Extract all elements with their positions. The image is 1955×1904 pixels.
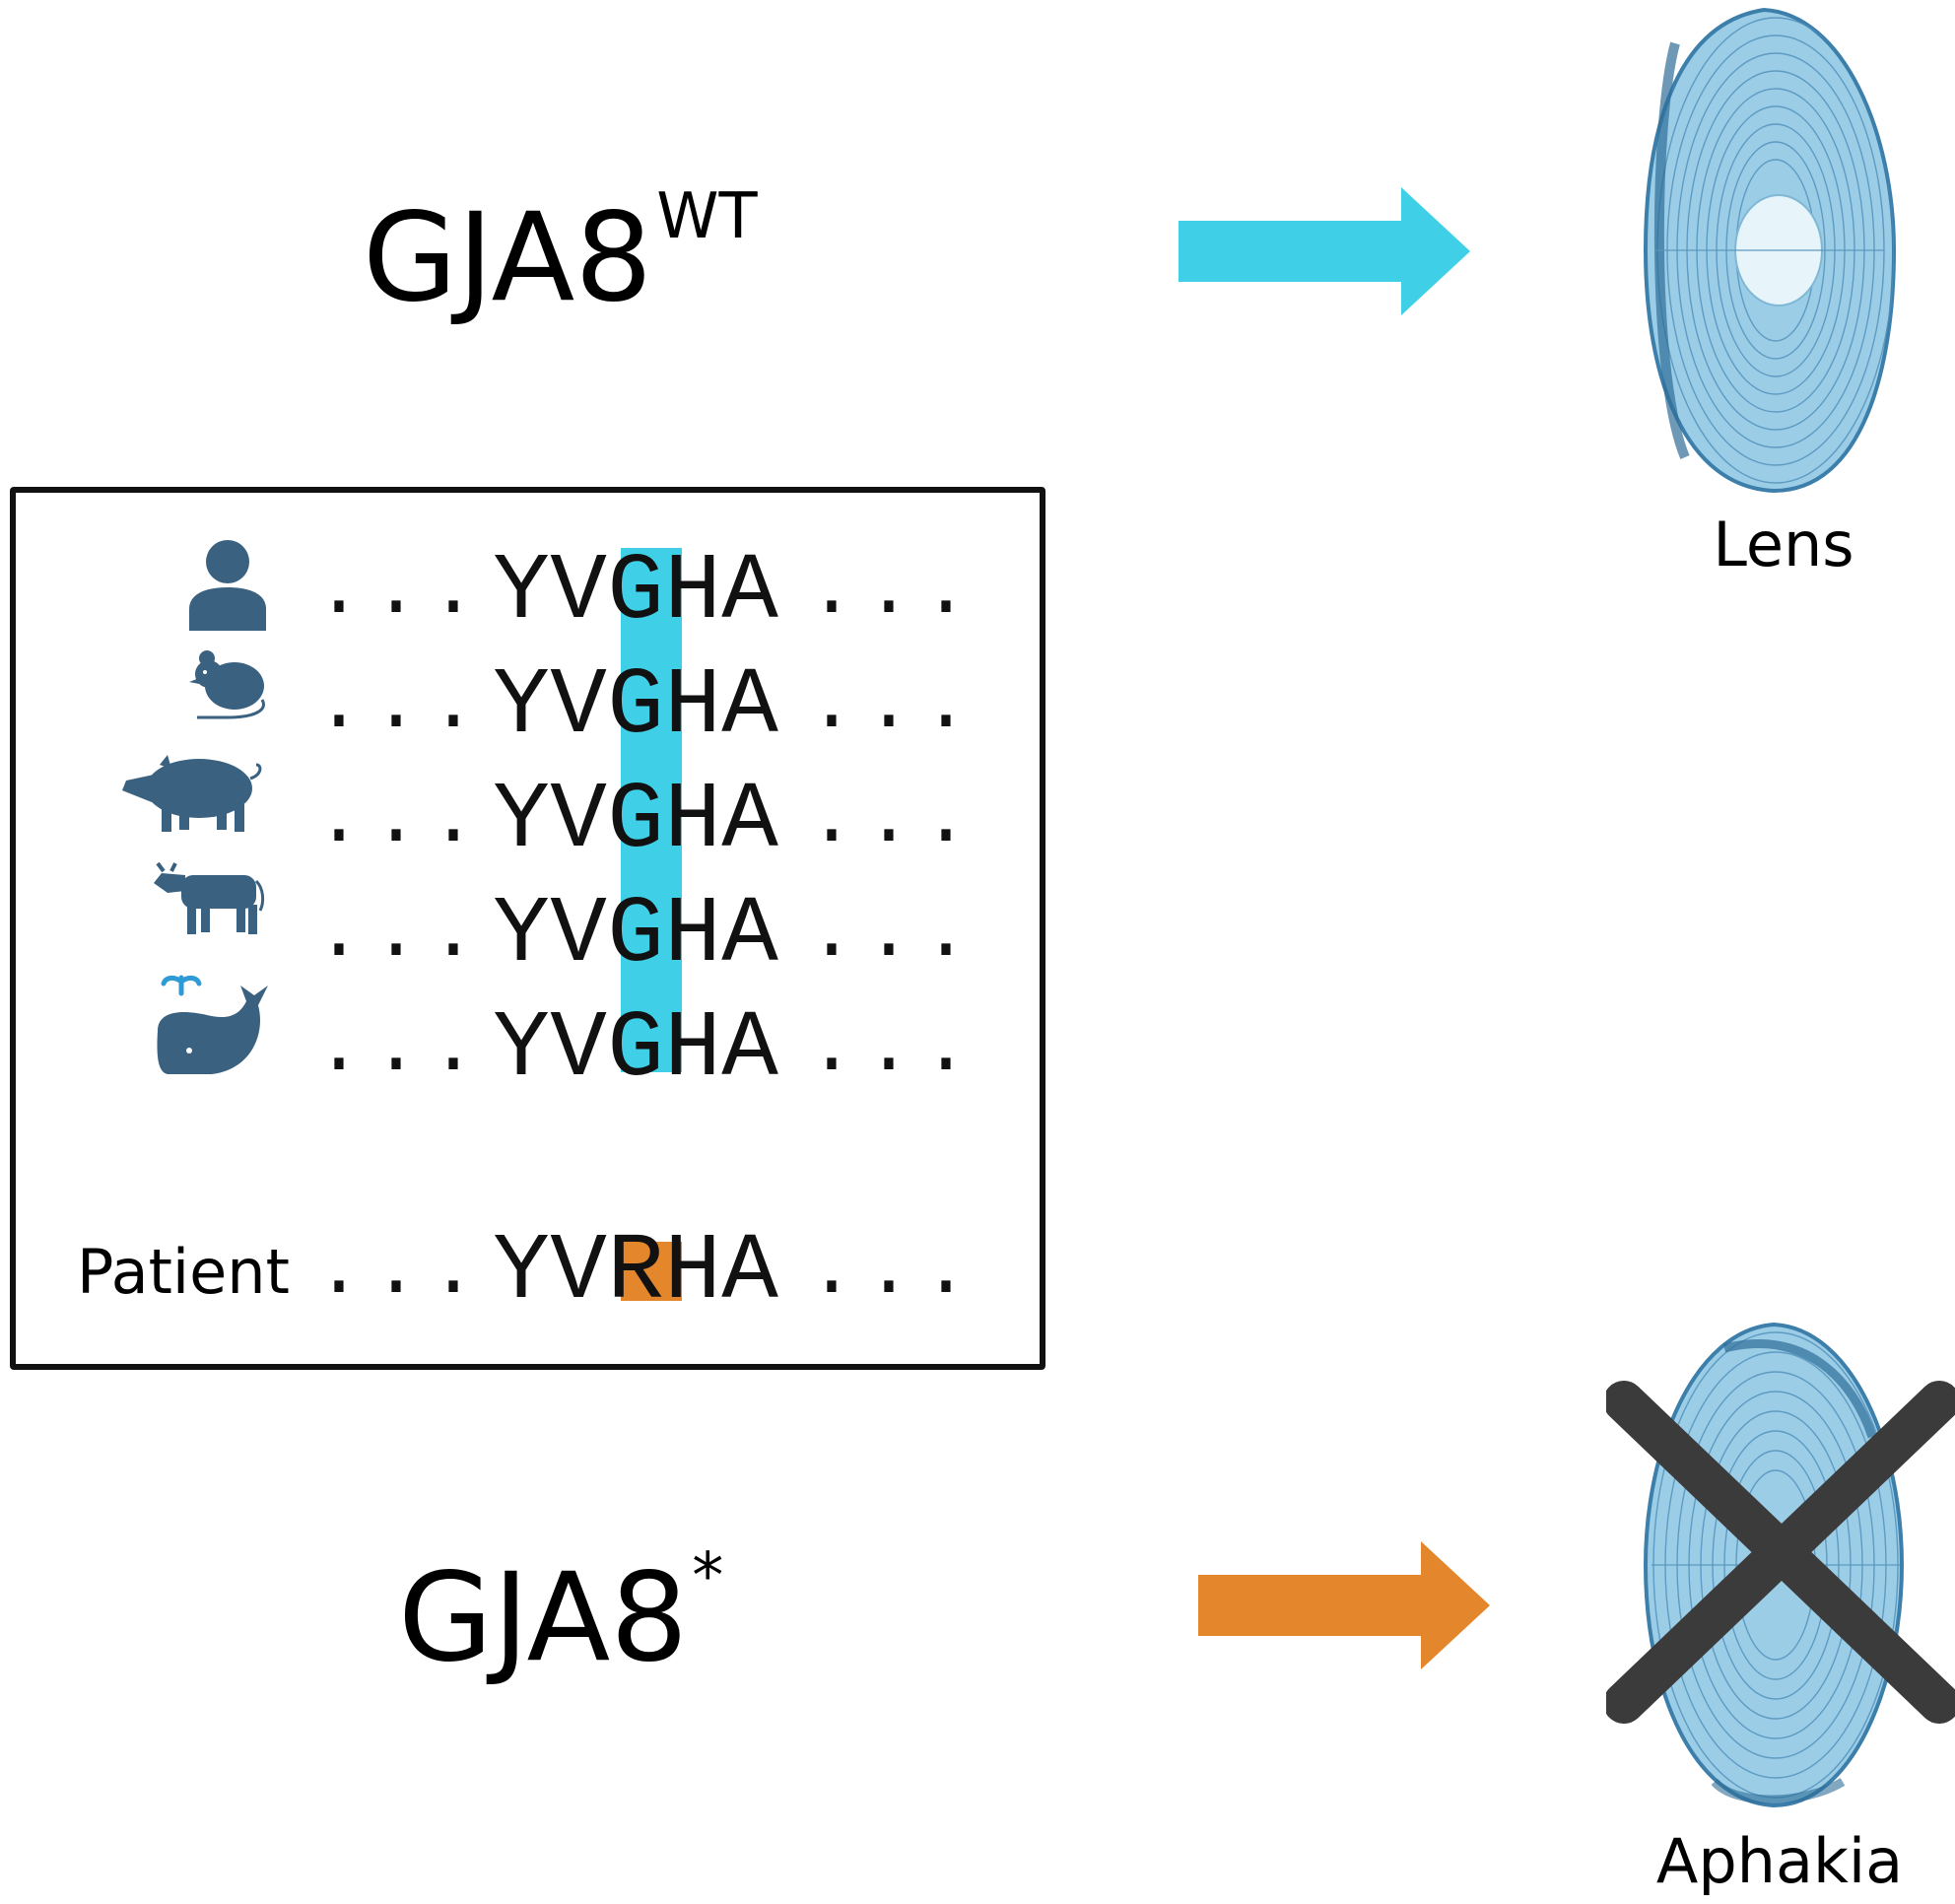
seq-ellipsis-left: ... xyxy=(315,1004,488,1094)
seq-ellipsis-right: ... xyxy=(808,661,980,751)
residue: H xyxy=(664,538,721,646)
gene-wt-label: GJA8WT xyxy=(363,185,758,319)
residue-sequence: YVGHA xyxy=(493,881,778,989)
residue: H xyxy=(664,881,721,988)
residue: V xyxy=(550,995,607,1103)
conserved-residue-highlight xyxy=(621,548,682,1072)
residue-conserved: G xyxy=(607,995,664,1103)
residue: A xyxy=(721,652,778,760)
alignment-row-cow: ... YVGHA ... xyxy=(315,881,985,989)
lens-icon xyxy=(1643,7,1897,494)
cow-icon xyxy=(154,861,265,934)
seq-ellipsis-right: ... xyxy=(808,776,980,865)
gene-mutant-label: GJA8* xyxy=(398,1545,723,1679)
residue-sequence: YVGHA xyxy=(493,652,778,761)
patient-label: Patient xyxy=(77,1236,290,1308)
residue: H xyxy=(664,652,721,760)
gene-wt-superscript: WT xyxy=(656,180,758,253)
residue: A xyxy=(721,767,778,874)
seq-ellipsis-left: ... xyxy=(315,776,488,865)
seq-ellipsis-right: ... xyxy=(808,547,980,637)
lens-label: Lens xyxy=(1713,509,1854,580)
gene-mutant-superscript: * xyxy=(692,1540,724,1613)
residue: V xyxy=(550,652,607,760)
residue: V xyxy=(550,767,607,874)
residue: Y xyxy=(493,538,550,646)
alignment-row-patient: ... YVRHA ... xyxy=(315,1218,985,1326)
sequence-alignment-panel xyxy=(10,487,1045,1370)
seq-ellipsis-right: ... xyxy=(808,890,980,980)
alignment-row-mouse: ... YVGHA ... xyxy=(315,652,985,761)
gene-wt-name: GJA8 xyxy=(363,187,653,329)
residue-sequence: YVGHA xyxy=(493,538,778,646)
seq-ellipsis-right: ... xyxy=(808,1227,980,1317)
residue: V xyxy=(550,1218,607,1326)
mutant-residue-highlight xyxy=(621,1242,682,1301)
seq-ellipsis-right: ... xyxy=(808,1004,980,1094)
seq-ellipsis-left: ... xyxy=(315,1227,488,1317)
whale-icon xyxy=(157,975,268,1074)
residue: A xyxy=(721,1218,778,1326)
alignment-row-human: ... YVGHA ... xyxy=(315,538,985,646)
aphakia-label: Aphakia xyxy=(1655,1825,1904,1897)
alignment-row-pig: ... YVGHA ... xyxy=(315,767,985,875)
residue: A xyxy=(721,881,778,988)
residue-conserved: G xyxy=(607,652,664,760)
seq-ellipsis-left: ... xyxy=(315,661,488,751)
human-icon xyxy=(189,540,266,631)
residue: V xyxy=(550,881,607,988)
residue-conserved: G xyxy=(607,881,664,988)
residue: H xyxy=(664,1218,721,1326)
mutant-arrow-icon xyxy=(1198,1541,1490,1669)
aphakia-lens-icon xyxy=(1606,1322,1955,1808)
residue-sequence: YVRHA xyxy=(493,1218,778,1326)
residue-sequence: YVGHA xyxy=(493,767,778,875)
residue: Y xyxy=(493,1218,550,1326)
residue: Y xyxy=(493,995,550,1103)
residue-sequence: YVGHA xyxy=(493,995,778,1104)
residue: A xyxy=(721,538,778,646)
residue-conserved: G xyxy=(607,767,664,874)
mouse-icon xyxy=(189,650,265,719)
residue-mutant: R xyxy=(607,1218,664,1326)
residue-conserved: G xyxy=(607,538,664,646)
alignment-row-whale: ... YVGHA ... xyxy=(315,995,985,1104)
wt-arrow-icon xyxy=(1179,187,1470,315)
residue: H xyxy=(664,995,721,1103)
seq-ellipsis-left: ... xyxy=(315,890,488,980)
residue: Y xyxy=(493,881,550,988)
seq-ellipsis-left: ... xyxy=(315,547,488,637)
residue: H xyxy=(664,767,721,874)
gene-mutant-name: GJA8 xyxy=(398,1547,689,1689)
pig-icon xyxy=(122,755,262,832)
residue: Y xyxy=(493,767,550,874)
residue: Y xyxy=(493,652,550,760)
residue: A xyxy=(721,995,778,1103)
residue: V xyxy=(550,538,607,646)
